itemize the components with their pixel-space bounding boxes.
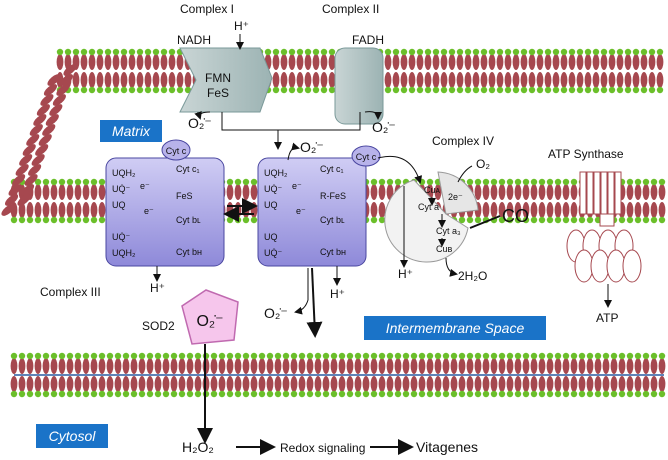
complex-1-shape: [179, 47, 273, 113]
c4-hplus: H⁺: [398, 267, 413, 281]
complex-2: [334, 47, 384, 125]
c3-left-cyt-1: FeS: [176, 191, 193, 201]
cytosol-label: Cytosol: [49, 428, 97, 444]
intermembrane-box: [364, 316, 546, 340]
atp-fo-subunit: [600, 171, 608, 215]
c3-right-electron-2: e⁻: [296, 206, 306, 216]
complex-1-hplus: H⁺: [234, 19, 249, 33]
water-arrow: [445, 257, 458, 277]
c3-left-q-0: UQH₂: [112, 168, 136, 178]
c3-right-q-1: UQ̇⁻: [264, 184, 283, 194]
c1-superoxide-arrow: [194, 111, 211, 120]
nadh-label: NADH: [177, 33, 211, 47]
fadh-label: FADH: [352, 33, 384, 47]
co-label: CO: [502, 206, 529, 226]
c3-right-electron-1: e⁻: [292, 181, 302, 191]
superoxide-c2: O₂̇⁻: [372, 119, 396, 135]
h2o2-label: H₂O₂: [182, 439, 214, 455]
sod2-superoxide: O₂̇⁻: [196, 313, 223, 330]
atp-stalk: [599, 213, 615, 227]
complex-4-label: Complex IV: [432, 134, 494, 148]
atp-synthase-label: ATP Synthase: [548, 147, 624, 161]
c4-cyta3: Cyt a₃: [436, 226, 461, 236]
c3-right-cyt-0: Cyt c₁: [320, 164, 344, 174]
complex-3-right-box: [257, 157, 367, 267]
cytc-left-label: Cyt c: [166, 146, 187, 156]
redox-label: Redox signaling: [280, 441, 365, 455]
atp-f1-subunit: [622, 249, 642, 283]
intermembrane-label: Intermembrane Space: [386, 320, 525, 336]
water-label: 2H₂O: [458, 269, 487, 283]
c3-left-cyt-0: Cyt c₁: [176, 164, 200, 174]
fmn-label: FMN: [205, 71, 231, 85]
superoxide-c1: O₂̇⁻: [188, 115, 212, 131]
c3-right-cyt-3: Cyt bʜ: [320, 247, 346, 257]
complex-1: FMN FeS: [179, 47, 273, 113]
matrix-box: [100, 120, 162, 142]
co-inhibition-line: [469, 215, 501, 229]
c3-left-cyt-3: Cyt bʜ: [176, 247, 202, 257]
c4-cub: Cuʙ: [436, 244, 453, 254]
c3-left-cyt-2: Cyt bʟ: [176, 215, 201, 225]
c4-cyta: Cyt a: [418, 202, 439, 212]
sod2-label: SOD2: [142, 319, 175, 333]
c3-right-cyt-1: R-FeS: [320, 191, 346, 201]
cytc-bubble-left: [161, 139, 191, 161]
sod2-shape: [181, 289, 239, 345]
complex-2-label: Complex II: [322, 2, 379, 16]
atp-fo-subunit: [614, 171, 622, 215]
c3-left-hplus: H⁺: [150, 281, 165, 295]
complex-3-left: UQH₂ UQ̇⁻ UQ UQ̇⁻ UQH₂ Cyt c₁ FeS Cyt bʟ Cyt bʜ e…: [105, 157, 225, 267]
cytc-bubble-right: [351, 145, 381, 167]
vitagenes-label: Vitagenes: [416, 439, 478, 455]
c4-2e: 2e⁻: [448, 192, 463, 202]
complex-4: Cuᴀ Cyt a Cyt a₃ Cuʙ 2e⁻: [384, 171, 479, 263]
atp-fo-subunit: [607, 171, 615, 215]
c3-left-q-2: UQ: [112, 200, 126, 210]
atp-fo-subunit: [586, 171, 594, 215]
atp-label: ATP: [596, 311, 618, 325]
membrane-fold: [1, 64, 77, 216]
o2-label: O₂: [476, 157, 490, 171]
o2-arrow: [457, 165, 473, 183]
c3-top-superoxide-arrow: [287, 142, 300, 161]
fes-label: FeS: [207, 86, 229, 100]
atp-synthase: [566, 171, 642, 283]
atp-f1-subunit: [606, 249, 626, 283]
complex-1-label: Complex I: [180, 2, 234, 16]
complex-3-right: UQH₂ UQ̇⁻ UQ UQ UQ̇⁻ Cyt c₁ R-FeS Cyt bʟ Cyt bʜ e…: [257, 157, 367, 267]
atp-f1-subunit: [590, 249, 610, 283]
c2-superoxide-arrow: [364, 111, 382, 120]
c3-down-arrow: [306, 267, 323, 338]
atp-fo-subunit: [593, 171, 601, 215]
atp-fo-subunit: [579, 171, 587, 215]
c3-right-q-4: UQ̇⁻: [264, 248, 283, 258]
c3-right-q-2: UQ: [264, 200, 278, 210]
matrix-label: Matrix: [112, 123, 151, 139]
q-pool-connector: [221, 112, 361, 131]
c3-left-q-1: UQ̇⁻: [112, 184, 131, 194]
c4-cua: Cuᴀ: [424, 185, 441, 195]
c3-left-q-4: UQH₂: [112, 248, 136, 258]
superoxide-c3-bottom: O₂̇⁻: [264, 305, 288, 321]
c3-right-hplus: H⁺: [330, 287, 345, 301]
c3-left-electron-2: e⁻: [144, 206, 154, 216]
atp-f1-subunit: [574, 249, 594, 283]
complex-4-shape: [384, 179, 469, 263]
c3-left-q-3: UQ̇⁻: [112, 232, 131, 242]
cytosol-box: [36, 424, 108, 448]
cytc-to-c4-arrow: [377, 156, 423, 184]
c3-left-electron-1: e⁻: [140, 181, 150, 191]
c3-right-cyt-2: Cyt bʟ: [320, 215, 345, 225]
c3-right-q-3: UQ: [264, 232, 278, 242]
complex-3-label: Complex III: [40, 285, 101, 299]
complex-4-wedge: [437, 171, 479, 215]
c3-right-q-0: UQH₂: [264, 168, 288, 178]
c3-bottom-superoxide-arrow: [294, 268, 309, 315]
superoxide-c3-top: O₂̇⁻: [300, 139, 324, 155]
cytc-right-label: Cyt c: [356, 152, 377, 162]
